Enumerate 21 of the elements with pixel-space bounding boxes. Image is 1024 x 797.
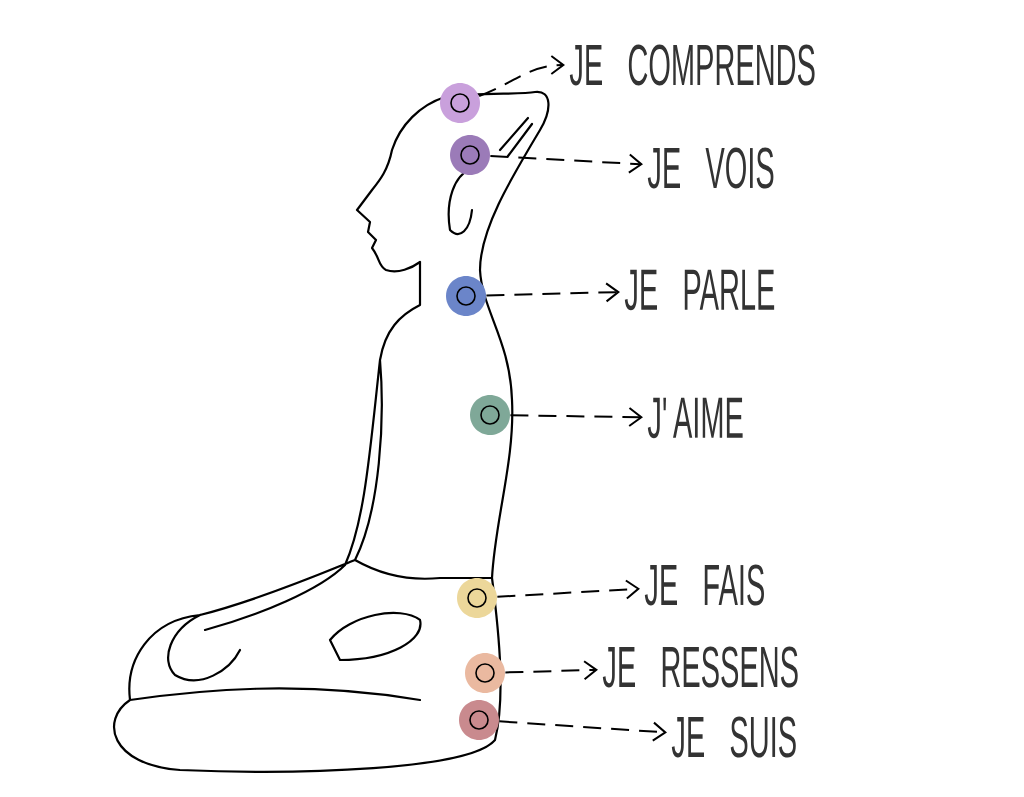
chakra-label: JE RESSENS bbox=[602, 646, 798, 688]
chakra-label: JE VOIS bbox=[647, 147, 774, 189]
chakra-circle bbox=[465, 653, 505, 693]
chakra-circle bbox=[457, 578, 497, 618]
dashed-arrow bbox=[489, 153, 643, 174]
chakra-label: JE SUIS bbox=[671, 716, 796, 758]
dashed-arrow bbox=[504, 660, 598, 681]
dashed-arrow bbox=[485, 282, 620, 303]
chakra-circle bbox=[470, 395, 510, 435]
dashed-arrow bbox=[509, 407, 643, 428]
chakra-circle bbox=[440, 83, 480, 123]
chakra-circle bbox=[446, 276, 486, 316]
chakra-label: JE PARLE bbox=[624, 269, 775, 311]
chakra-label: JE FAIS bbox=[644, 564, 764, 606]
chakra-label: J'AIME bbox=[647, 397, 743, 439]
chakra-circle bbox=[459, 700, 499, 740]
dashed-arrow bbox=[478, 55, 565, 97]
dashed-arrow bbox=[498, 720, 667, 742]
chakra-circle bbox=[450, 135, 490, 175]
dashed-arrow bbox=[496, 579, 640, 600]
chakra-label: JE COMPRENDS bbox=[569, 44, 815, 86]
